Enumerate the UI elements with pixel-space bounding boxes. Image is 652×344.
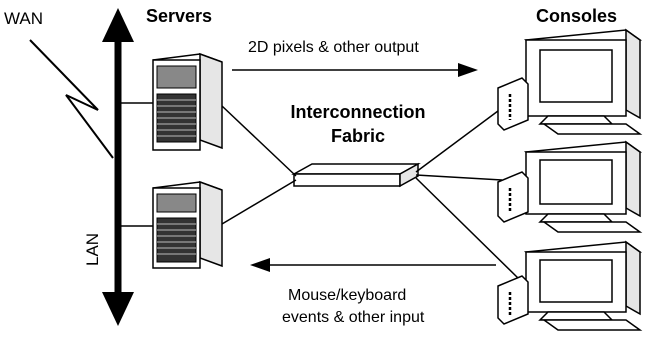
server-1-to-fabric [221,105,297,177]
server-1 [152,52,223,151]
input-arrow-label-line2: events & other input [282,309,425,326]
fabric-label-line1: Interconnection [290,102,425,122]
consoles-heading: Consoles [536,6,617,26]
fabric-to-console-3 [415,177,521,281]
wan-label: WAN [4,9,43,28]
server-2-to-fabric [221,179,297,225]
fabric-label-line2: Fabric [331,126,385,146]
output-arrow-label: 2D pixels & other output [248,39,419,56]
lan-label: LAN [83,233,102,266]
input-arrow-label-line1: Mouse/keyboard [288,287,406,304]
fabric-to-console-1 [415,107,503,173]
server-2 [152,180,223,269]
console-3 [497,240,643,331]
console-1 [497,28,643,135]
lan-backbone [102,8,134,326]
fabric-to-console-2 [415,174,503,181]
wan-link [29,39,114,159]
fabric-switch [291,162,421,188]
output-arrow [232,63,478,77]
input-arrow [250,258,496,272]
console-2 [497,140,643,233]
servers-heading: Servers [146,6,212,26]
